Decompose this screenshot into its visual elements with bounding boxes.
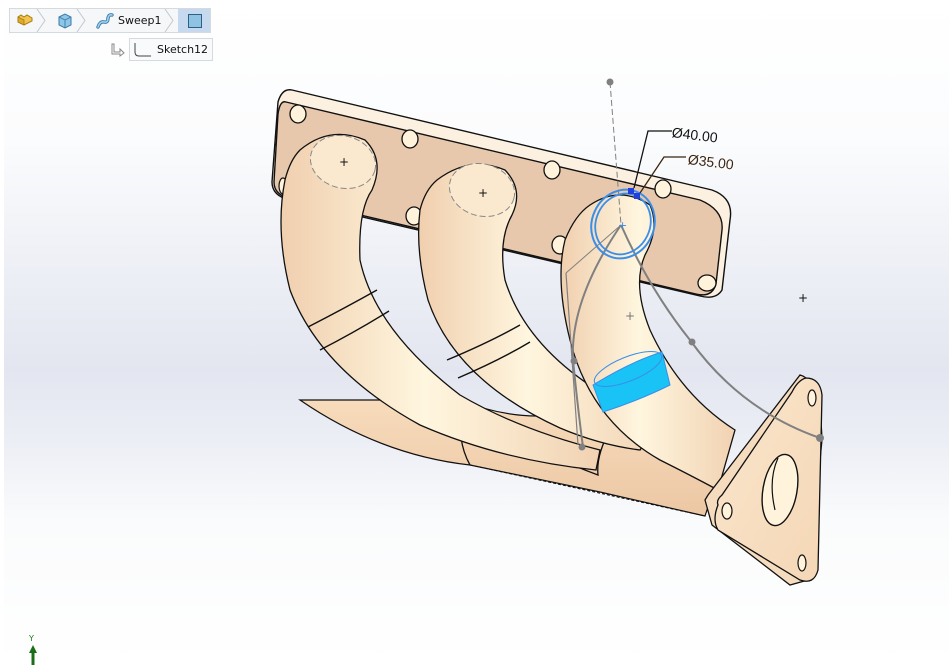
svg-text:+: + [618, 219, 627, 232]
viewport-border [0, 0, 4, 665]
svg-text:+: + [798, 291, 808, 305]
runner-1[interactable] [280, 128, 601, 471]
y-axis-arrow-icon [29, 645, 37, 665]
breadcrumb-sub: Sketch12 [111, 38, 214, 61]
breadcrumb-separator-icon [36, 9, 46, 32]
dimension-leaders [633, 130, 686, 194]
center-marks: + + + [339, 155, 808, 305]
breadcrumb-label: Sweep1 [118, 14, 162, 27]
breadcrumb-body[interactable] [50, 9, 90, 32]
sketch-icon [134, 43, 151, 57]
profile-sketch-circles[interactable]: + [580, 179, 666, 269]
breadcrumb-sketch12[interactable]: Sketch12 [129, 38, 214, 61]
svg-text:+: + [478, 186, 488, 200]
part-icon [17, 13, 33, 26]
breadcrumb-separator-icon [164, 9, 174, 32]
child-arrow-icon [111, 43, 125, 57]
breadcrumb-label: Sketch12 [157, 43, 209, 56]
svg-text:+: + [625, 309, 635, 323]
sweep-icon [96, 12, 114, 29]
triad-y-label: Y [29, 634, 34, 643]
breadcrumb-separator-icon [76, 9, 86, 32]
selected-face-highlight[interactable] [592, 351, 671, 413]
breadcrumb-part[interactable] [10, 9, 50, 32]
breadcrumb: Sweep1 [9, 8, 211, 33]
breadcrumb-sweep1[interactable]: Sweep1 [90, 9, 178, 32]
body-icon [58, 12, 72, 29]
outlet-flange[interactable] [704, 374, 823, 586]
sweep-path-sketch[interactable] [565, 78, 824, 451]
reference-triad: Y [26, 634, 40, 665]
breadcrumb-face[interactable] [177, 9, 210, 32]
svg-text:+: + [339, 155, 349, 169]
face-icon [187, 13, 202, 28]
